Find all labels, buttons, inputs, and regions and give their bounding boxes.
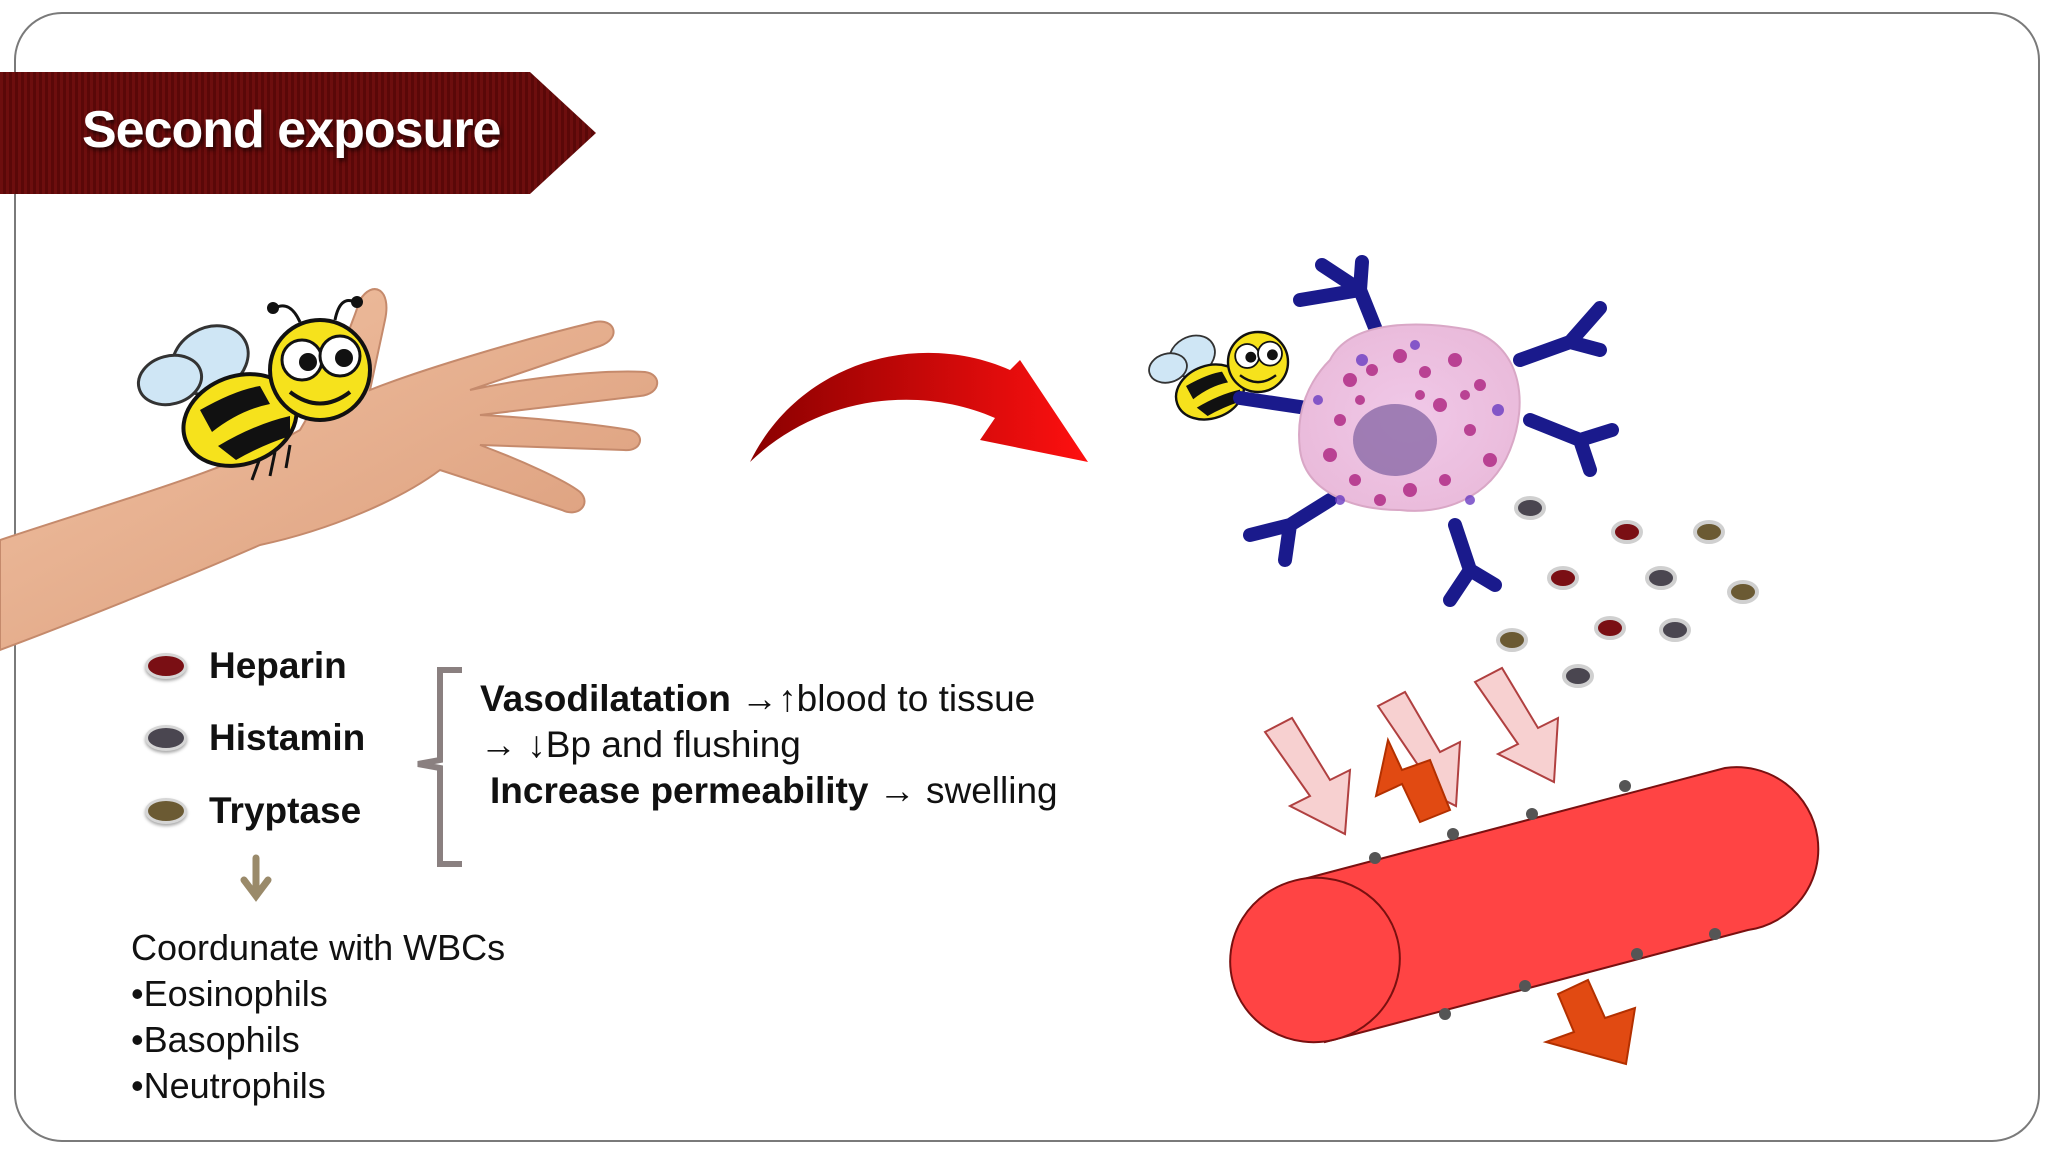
mediator-histamin: Histamin [145, 717, 365, 759]
mediator-label: Heparin [209, 645, 347, 686]
blood-vessel-illustration [1229, 766, 1820, 1044]
wbc-item: •Eosinophils [131, 973, 328, 1014]
orange-down-arrow-icon [1542, 978, 1637, 1066]
curved-arrow-icon [750, 352, 1088, 462]
slide-title: Second exposure [82, 101, 501, 159]
wbc-item: •Neutrophils [131, 1065, 326, 1106]
effect-line-1: Vasodilatation →↑blood to tissue [480, 676, 1058, 722]
mediator-tryptase: Tryptase [145, 790, 361, 832]
slide-frame [14, 12, 2040, 1142]
orange-up-arrow-icon [1374, 736, 1452, 824]
wbc-list: Coordunate with WBCs •Eosinophils •Basop… [131, 925, 505, 1109]
mediator-label: Tryptase [209, 790, 362, 831]
mast-cell-illustration [1233, 255, 1619, 607]
vasodilatation-detail: →↑blood to tissue [730, 678, 1036, 719]
effect-line-2: → ↓Bp and flushing [480, 724, 801, 765]
bee-icon [136, 296, 372, 481]
granule-icons [1496, 496, 1759, 688]
mediator-label: Histamin [209, 717, 366, 758]
pink-arrow-icons [1263, 666, 1560, 836]
vasodilatation-label: Vasodilatation [480, 678, 731, 719]
down-arrow-icon [240, 854, 272, 902]
tryptase-dot-icon [145, 798, 187, 824]
heparin-dot-icon [145, 653, 187, 679]
small-bee-icon [1148, 330, 1290, 421]
title-banner [0, 72, 596, 194]
wbc-item: •Basophils [131, 1019, 300, 1060]
permeability-label: Increase permeability [490, 770, 869, 811]
wbc-heading: Coordunate with WBCs [131, 927, 506, 968]
effect-line-3: Increase permeability → swelling [480, 768, 1058, 814]
histamin-dot-icon [145, 725, 187, 751]
effects-text: Vasodilatation →↑blood to tissue → ↓Bp a… [480, 676, 1058, 814]
hand-illustration [0, 288, 659, 652]
antibody-icons [1233, 255, 1619, 607]
permeability-detail: → swelling [868, 770, 1058, 811]
mediator-heparin: Heparin [145, 645, 347, 687]
brace-icon [417, 667, 462, 867]
